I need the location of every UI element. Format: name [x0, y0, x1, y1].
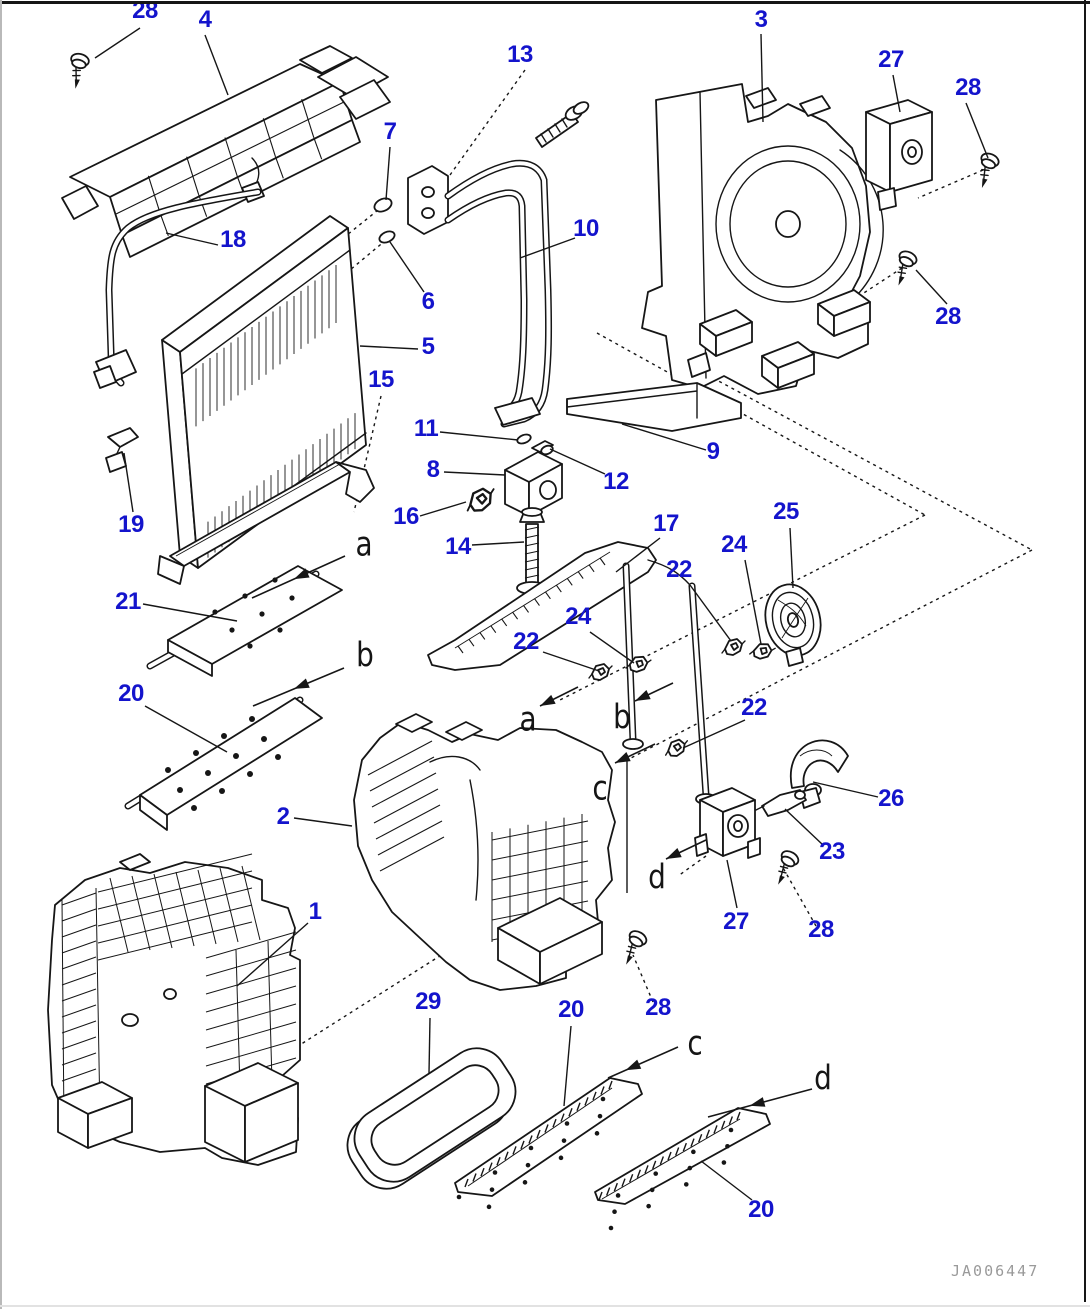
callout-24: 24 — [721, 531, 747, 558]
part-filter-20-right — [594, 1107, 771, 1231]
part-seal-7 — [373, 197, 393, 213]
part-housing-lower-1 — [47, 853, 301, 1166]
callout-23: 23 — [819, 838, 845, 865]
page-frame-right — [1084, 0, 1086, 1302]
part-bolt-13 — [535, 101, 590, 148]
callout-5: 5 — [421, 333, 435, 360]
part-clamp-16 — [462, 485, 499, 515]
callout-28: 28 — [955, 74, 981, 101]
part-clip-19 — [105, 427, 139, 473]
view-letter-b: b — [356, 635, 374, 676]
part-gasket-29 — [346, 1047, 517, 1190]
view-letter-b: b — [613, 697, 631, 738]
callout-27: 27 — [878, 46, 904, 73]
part-seal-6 — [378, 230, 396, 244]
callout-3: 3 — [754, 6, 768, 33]
callout-29: 29 — [415, 988, 441, 1015]
part-oring-12 — [540, 444, 554, 456]
part-pipe-18 — [93, 188, 262, 389]
callout-28: 28 — [645, 994, 671, 1021]
callout-26: 26 — [878, 785, 904, 812]
page-frame-bottom — [0, 1305, 1090, 1307]
callout-22: 22 — [666, 556, 692, 583]
part-clamp-22-b — [588, 663, 613, 681]
part-filter-plate-20-left — [124, 696, 323, 831]
callout-10: 10 — [573, 215, 599, 242]
part-foam-seal-9 — [566, 382, 742, 432]
callout-27: 27 — [723, 908, 749, 935]
leader-lines — [94, 27, 989, 1201]
part-screw-28-top-right — [969, 150, 1002, 192]
page-frame-top — [0, 1, 1090, 4]
part-duct-17 — [427, 541, 717, 805]
callout-4: 4 — [198, 6, 212, 33]
callout-9: 9 — [706, 438, 720, 465]
callout-28: 28 — [935, 303, 961, 330]
part-bracket-15 — [157, 461, 375, 585]
callout-28: 28 — [808, 916, 834, 943]
callout-28: 28 — [132, 0, 158, 24]
callout-20: 20 — [118, 680, 144, 707]
part-sensor-23 — [755, 789, 807, 817]
callout-16: 16 — [393, 503, 419, 530]
view-letter-a: a — [355, 524, 373, 565]
part-screw-28-mid — [614, 927, 650, 969]
callout-14: 14 — [445, 533, 471, 560]
callout-24: 24 — [565, 603, 591, 630]
callout-11: 11 — [413, 415, 439, 442]
callout-19: 19 — [118, 511, 144, 538]
page-frame-left — [0, 0, 2, 1309]
part-pipe-10 — [407, 159, 553, 428]
callout-13: 13 — [507, 41, 533, 68]
part-evaporator-5 — [161, 215, 367, 569]
part-grommet-11 — [516, 433, 532, 445]
part-housing-upper-2 — [353, 713, 616, 991]
callout-20: 20 — [558, 996, 584, 1023]
callout-17: 17 — [653, 510, 679, 537]
view-letter-d: d — [648, 857, 666, 898]
callout-21: 21 — [115, 588, 141, 615]
callout-18: 18 — [220, 226, 246, 253]
part-clamp-22-c — [663, 737, 690, 759]
view-letter-a: a — [519, 699, 537, 740]
part-actuator-27-bottom — [694, 787, 761, 859]
part-screw-28-right — [886, 247, 920, 289]
callout-20: 20 — [748, 1196, 774, 1223]
callout-8: 8 — [426, 456, 440, 483]
part-blower-housing-3 — [641, 83, 884, 395]
part-clamp-22-a — [721, 638, 746, 656]
callout-22: 22 — [741, 694, 767, 721]
callout-1: 1 — [308, 898, 322, 925]
part-actuator-27-top — [865, 99, 933, 211]
callout-25: 25 — [773, 498, 799, 525]
callout-15: 15 — [368, 366, 394, 393]
part-clamp-24-a — [748, 639, 777, 663]
view-letter-d: d — [814, 1058, 832, 1099]
callout-6: 6 — [421, 288, 435, 315]
part-filter-20-middle — [454, 1077, 643, 1210]
callout-22: 22 — [513, 628, 539, 655]
callout-12: 12 — [603, 468, 629, 495]
view-letter-c: c — [687, 1023, 703, 1064]
callout-7: 7 — [383, 118, 397, 145]
part-expansion-valve-8 — [504, 440, 563, 517]
part-screw-28-top-left — [62, 50, 92, 92]
view-letter-c: c — [592, 768, 608, 809]
callout-2: 2 — [276, 803, 290, 830]
part-damper-disc-25 — [764, 583, 822, 667]
part-heater-core-assembly — [61, 45, 391, 258]
drawing-number-watermark: JA006447 — [951, 1262, 1040, 1280]
part-screw-28-bottom — [766, 847, 802, 889]
